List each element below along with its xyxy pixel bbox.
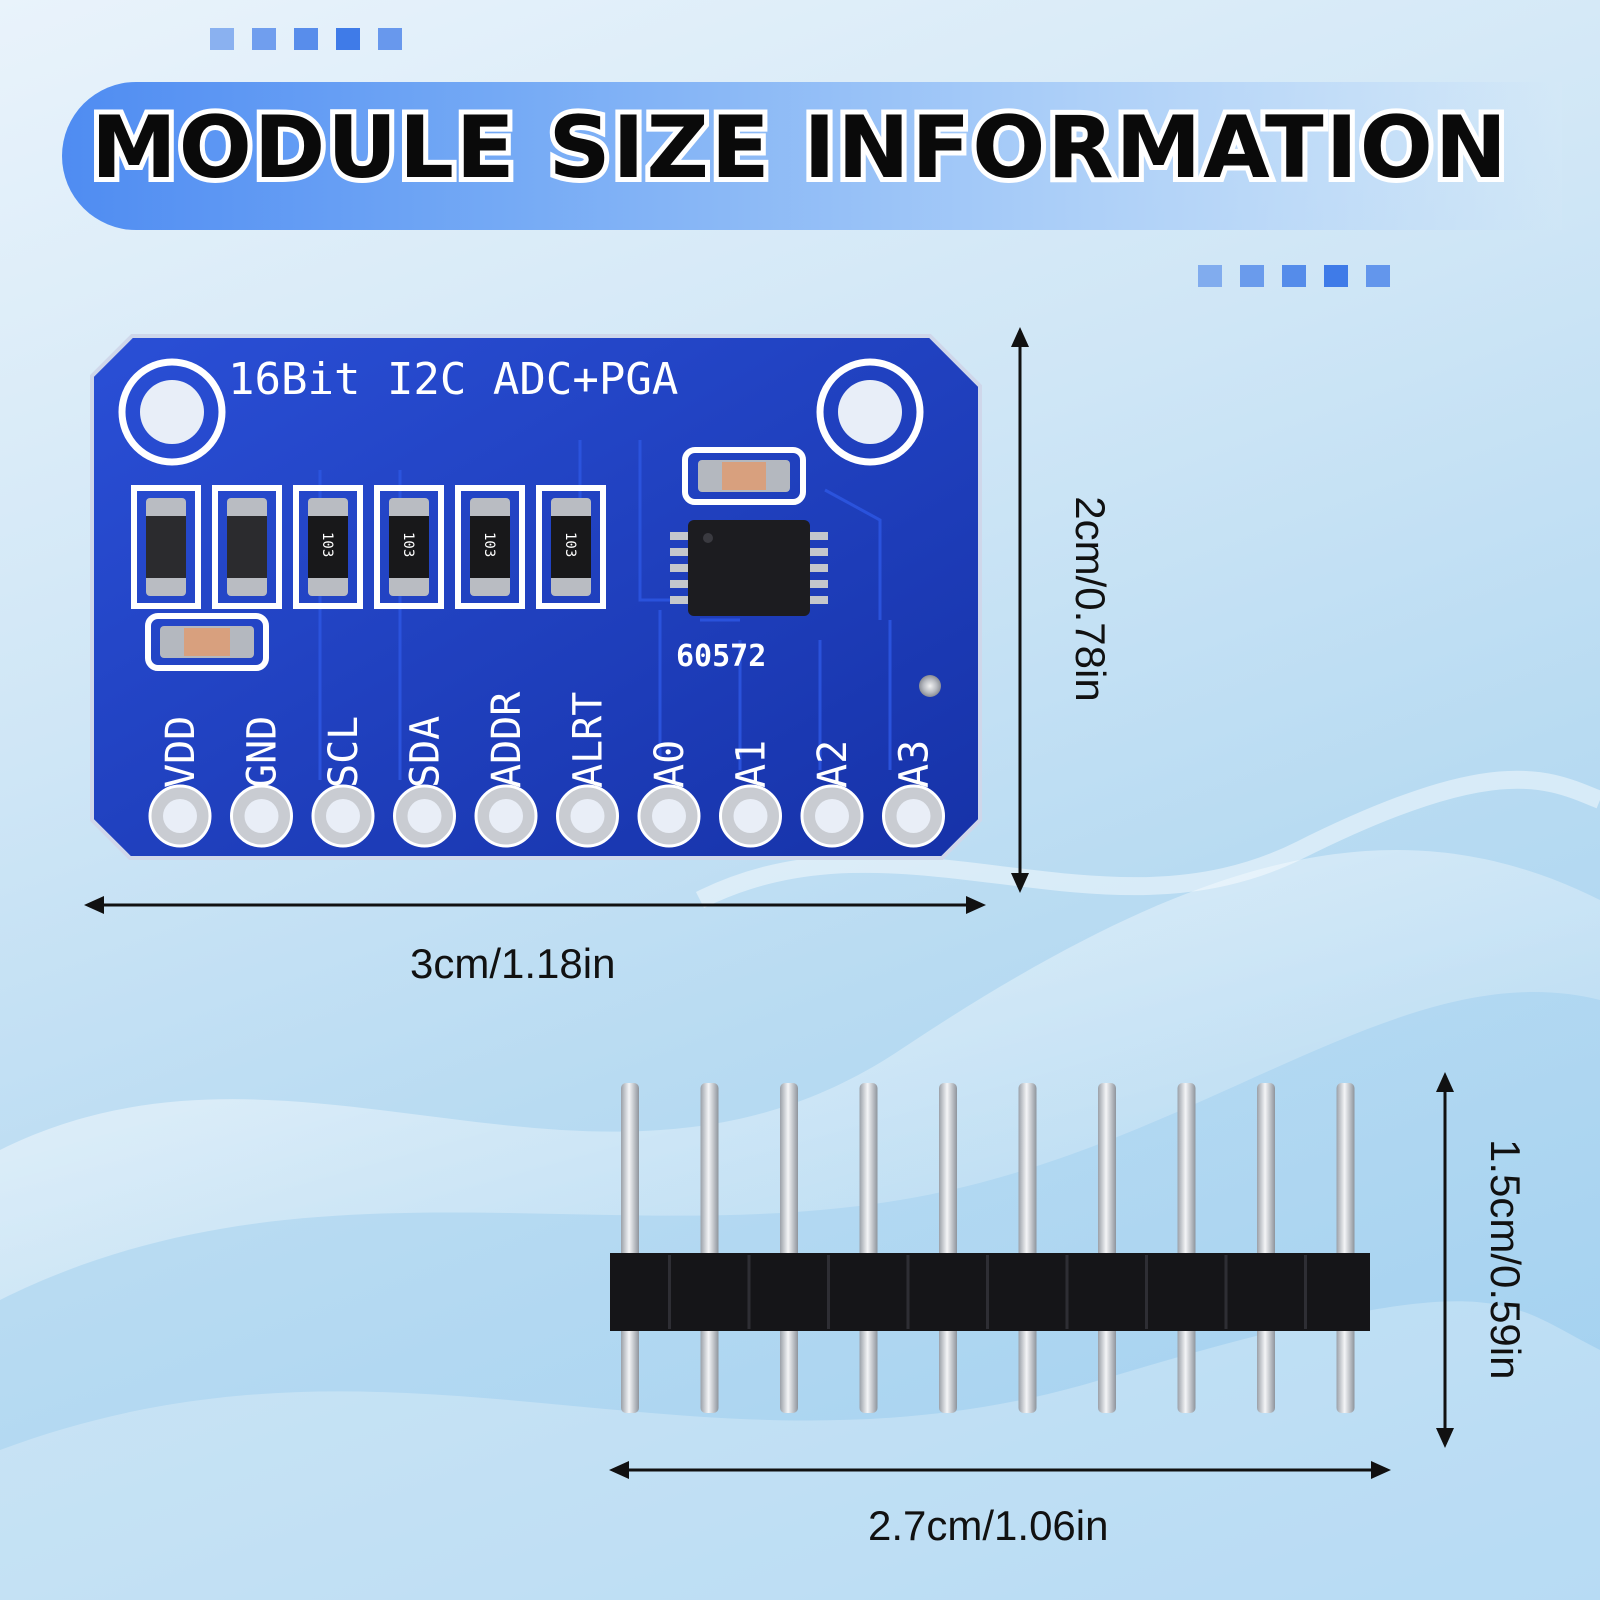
pin-header-strip (610, 1083, 1370, 1413)
header-width-arrow (609, 1461, 1391, 1479)
pin-pad-a2 (800, 784, 864, 848)
header-height-label: 1.5cm/0.59in (1482, 1139, 1529, 1380)
capacitor-top (682, 447, 806, 505)
resistor-code-2: 103 (400, 532, 416, 557)
resistor-code-3: 103 (481, 532, 497, 557)
pin-label-alrt: ALRT (566, 692, 612, 788)
test-point (919, 675, 941, 697)
header-pin-7 (1098, 1083, 1116, 1413)
pin-label-vdd: VDD (158, 716, 204, 788)
smd-component-row: 103 103 103 103 (131, 485, 606, 609)
chip-marking: 60572 (676, 639, 766, 674)
pin-pad-addr (474, 784, 538, 848)
header-pin-10 (1336, 1083, 1355, 1413)
pin-label-sda: SDA (403, 716, 449, 788)
adc-module-board: 16Bit I2C ADC+PGA 103 103 103 103 (90, 334, 982, 860)
pin-pad-gnd (230, 784, 293, 848)
decor-squares-top (210, 28, 402, 50)
board-width-label: 3cm/1.18in (410, 940, 616, 987)
page-title: MODULE SIZE INFORMATION (86, 93, 1512, 203)
title-banner (62, 82, 1562, 230)
pin-label-a3: A3 (892, 740, 938, 788)
board-height-label: 2cm/0.78in (1067, 496, 1114, 702)
header-pin-5 (939, 1083, 957, 1413)
capacitor-bottom (145, 613, 269, 671)
header-pin-3 (780, 1083, 798, 1413)
header-pin-6 (1018, 1083, 1037, 1413)
header-pin-9 (1257, 1083, 1275, 1413)
pin-pad-a1 (719, 784, 782, 848)
decor-squares-right (1198, 265, 1390, 287)
pin-pad-a0 (637, 784, 701, 848)
header-pin-4 (859, 1083, 878, 1413)
pin-label-addr: ADDR (484, 691, 530, 788)
header-width-label: 2.7cm/1.06in (868, 1502, 1109, 1549)
board-silkscreen-title: 16Bit I2C ADC+PGA (228, 354, 678, 405)
pin-pad-alrt (556, 784, 619, 848)
board-height-arrow (1011, 327, 1029, 893)
pin-pad-sda (393, 784, 456, 848)
pin-pad-vdd (148, 784, 212, 848)
pin-label-a1: A1 (729, 740, 775, 788)
resistor-code-1: 103 (319, 532, 335, 557)
pin-label-a0: A0 (647, 740, 693, 788)
header-height-arrow (1436, 1072, 1454, 1448)
pin-pad-a3 (882, 784, 945, 848)
pin-label-gnd: GND (240, 716, 286, 788)
ic-chip (670, 520, 828, 616)
header-pin-1 (621, 1083, 639, 1413)
resistor-code-4: 103 (562, 532, 578, 557)
pin-label-a2: A2 (810, 740, 856, 788)
pin-label-group: VDD GND SCL SDA ADDR ALRT A0 A1 A2 A3 (158, 691, 938, 788)
header-pin-8 (1177, 1083, 1196, 1413)
mounting-hole-left (118, 358, 226, 466)
header-pin-2 (700, 1083, 719, 1413)
pin-label-scl: SCL (321, 716, 367, 788)
board-width-arrow (84, 896, 986, 914)
mounting-hole-right (816, 358, 924, 466)
pin-pad-scl (311, 784, 375, 848)
pin-pad-group (148, 784, 945, 848)
